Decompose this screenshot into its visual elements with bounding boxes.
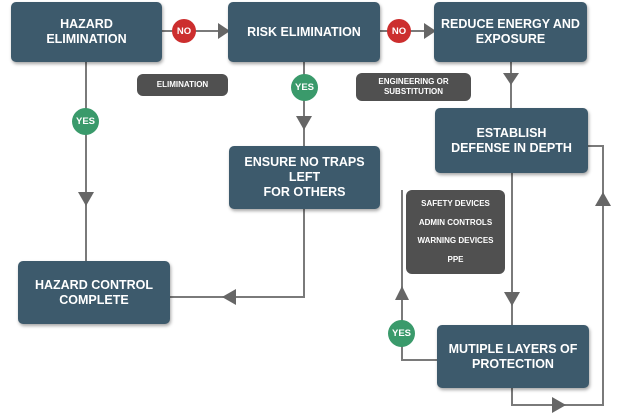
yes-badge-hazard-to-complete: YES [72,108,99,135]
line-layers-to-controls [401,190,437,361]
controls-list-tag: SAFETY DEVICES ADMIN CONTROLS WARNING DE… [406,190,505,274]
arrow-up-controls [395,286,409,300]
yes-badge-risk-to-ensure: YES [291,74,318,101]
control-item-warning-devices: WARNING DEVICES [417,236,494,246]
arrow-down-reduce [503,73,519,85]
arrow-right-loop [552,397,566,413]
ensure-no-traps-box: ENSURE NO TRAPS LEFT FOR OTHERS [229,146,380,209]
control-item-admin-controls: ADMIN CONTROLS [418,217,493,227]
arrow-into-reduce [424,23,436,39]
arrow-into-ensure [296,116,312,130]
control-item-ppe: PPE [447,255,464,265]
arrow-into-complete [222,289,236,305]
establish-defense-box: ESTABLISH DEFENSE IN DEPTH [435,108,588,173]
hazard-elimination-box: HAZARD ELIMINATION [11,2,162,62]
line-layers-loop [511,145,604,406]
reduce-energy-box: REDUCE ENERGY AND EXPOSURE [434,2,587,62]
connector-lines [85,30,604,406]
yes-badge-layers-to-controls: YES [388,320,415,347]
risk-elimination-box: RISK ELIMINATION [228,2,380,62]
arrow-up-loop [595,192,611,206]
hazard-control-complete-box: HAZARD CONTROL COMPLETE [18,261,170,324]
engineering-substitution-tag: ENGINEERING OR SUBSTITUTION [356,73,471,101]
multiple-layers-box: MUTIPLE LAYERS OF PROTECTION [437,325,589,388]
no-badge-hazard-to-risk: NO [172,19,196,43]
elimination-tag: ELIMINATION [137,74,228,96]
arrow-into-layers [504,292,520,306]
control-item-safety-devices: SAFETY DEVICES [421,198,490,208]
no-badge-risk-to-reduce: NO [387,19,411,43]
line-ensure-to-complete [170,209,305,298]
arrowheads [78,23,611,413]
arrow-into-risk [218,23,230,39]
arrow-down-hazard [78,192,94,206]
